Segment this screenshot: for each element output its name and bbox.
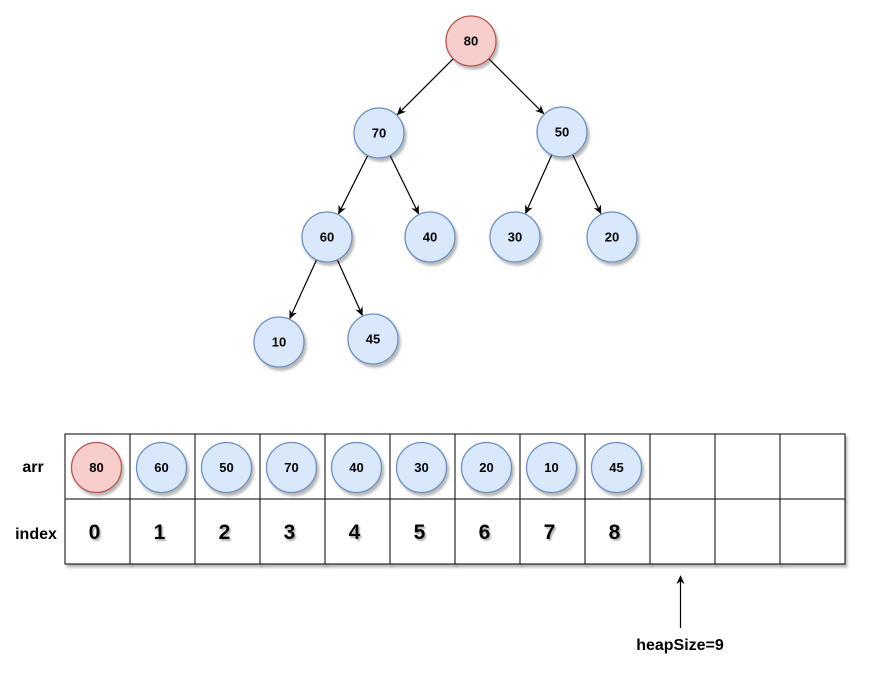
arr-value-label: 20	[479, 460, 493, 475]
arr-value-label: 80	[89, 460, 103, 475]
tree-node-label: 70	[372, 126, 386, 141]
arr-value-item: 70	[265, 441, 318, 494]
tree-edge-50-30	[525, 154, 553, 215]
heap-size-label: heapSize=9	[636, 637, 724, 654]
arr-value-item: 40	[330, 441, 383, 494]
arr-value-circle	[525, 441, 578, 494]
index-cell	[714, 498, 781, 565]
tree-node: 80	[445, 15, 497, 67]
tree-edge-80-50	[488, 58, 545, 115]
index-cell	[389, 498, 456, 565]
arr-value-circle	[135, 441, 188, 494]
arr-value-item: 60	[135, 441, 188, 494]
tree-node-label: 20	[605, 230, 619, 245]
tree-node: 50	[536, 106, 588, 158]
tree-node-circle	[536, 106, 588, 158]
arr-row-label: arr	[22, 459, 43, 476]
tree-edge-70-40	[389, 155, 420, 215]
index-label: 5	[414, 521, 426, 544]
tree-node: 30	[489, 211, 541, 263]
arr-value-item: 50	[200, 441, 253, 494]
tree-node: 40	[404, 211, 456, 263]
arr-value-item: 45	[590, 441, 643, 494]
tree-node-circle	[353, 107, 405, 159]
tree-node: 20	[586, 211, 638, 263]
tree-edge-60-45	[336, 259, 363, 317]
arr-value-item: 80	[70, 441, 123, 494]
arr-cell	[649, 433, 716, 500]
tree-edge-80-70	[396, 58, 454, 116]
tree-node-label: 45	[366, 332, 380, 347]
tree-node-label: 30	[508, 230, 522, 245]
array-indices: 0 1 2 3 4 5 6 7 8	[89, 521, 621, 544]
arr-value-circle	[590, 441, 643, 494]
index-cell	[584, 498, 651, 565]
tree-node-label: 60	[320, 230, 334, 245]
tree-edge-60-10	[289, 259, 318, 320]
tree-node-circle	[253, 316, 305, 368]
tree-root-node-circle	[445, 15, 497, 67]
index-cell	[454, 498, 521, 565]
index-cell	[194, 498, 261, 565]
tree-node-circle	[347, 313, 399, 365]
tree-node-circle	[586, 211, 638, 263]
arr-value-label: 10	[544, 460, 558, 475]
arr-value-circle-highlighted	[70, 441, 123, 494]
index-label: 2	[219, 521, 231, 544]
tree-node-circle	[404, 211, 456, 263]
index-cell	[259, 498, 326, 565]
tree-node-label: 80	[464, 34, 478, 49]
tree-node: 70	[353, 107, 405, 159]
arr-value-circle	[395, 441, 448, 494]
tree-edges	[289, 58, 602, 320]
array-values: 80 60 50 70 40 30 20 10 45	[70, 441, 643, 494]
index-row-label: index	[15, 526, 57, 543]
arr-value-label: 70	[284, 460, 298, 475]
index-cell	[779, 498, 846, 565]
index-label: 7	[544, 521, 556, 544]
arr-value-circle	[200, 441, 253, 494]
heap-size-pointer: heapSize=9	[636, 575, 724, 654]
tree-node: 60	[301, 211, 353, 263]
index-label: 0	[89, 521, 101, 544]
index-label: 3	[284, 521, 296, 544]
index-cell	[649, 498, 716, 565]
arr-value-circle	[330, 441, 383, 494]
index-label: 8	[609, 521, 621, 544]
tree-node: 45	[347, 313, 399, 365]
arr-value-item: 20	[460, 441, 513, 494]
tree-nodes: 80 70 50 60 40 30 20 10 45	[253, 15, 638, 368]
arr-value-label: 30	[414, 460, 428, 475]
arr-value-label: 50	[219, 460, 233, 475]
tree-node-circle	[301, 211, 353, 263]
arr-cell	[779, 433, 846, 500]
arr-value-circle	[265, 441, 318, 494]
arr-value-label: 40	[349, 460, 363, 475]
tree-edge-70-60	[338, 155, 369, 215]
arr-value-item: 10	[525, 441, 578, 494]
arr-value-circle	[460, 441, 513, 494]
tree-node-label: 10	[272, 335, 286, 350]
index-cell	[129, 498, 196, 565]
index-label: 6	[479, 521, 491, 544]
index-cell	[324, 498, 391, 565]
arr-value-item: 30	[395, 441, 448, 494]
index-label: 1	[154, 521, 166, 544]
tree-node-circle	[489, 211, 541, 263]
arr-cell	[714, 433, 781, 500]
index-label: 4	[349, 521, 361, 544]
arr-value-label: 60	[154, 460, 168, 475]
tree-edge-50-20	[572, 154, 602, 215]
arr-value-label: 45	[609, 460, 623, 475]
tree-node-label: 50	[555, 125, 569, 140]
tree-node-label: 40	[423, 230, 437, 245]
tree-node: 10	[253, 316, 305, 368]
